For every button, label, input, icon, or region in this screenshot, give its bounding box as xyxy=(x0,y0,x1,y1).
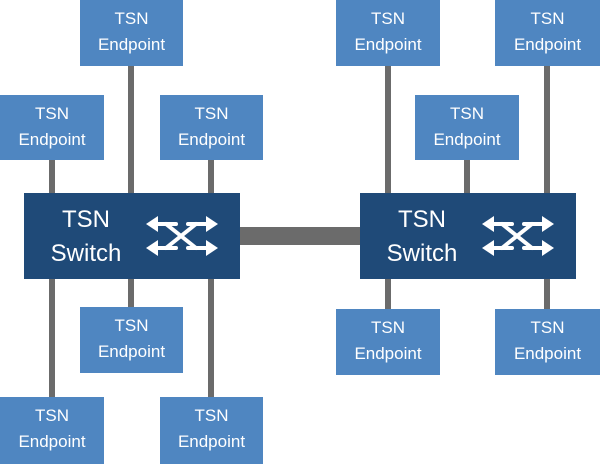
endpoint-label-line2: Endpoint xyxy=(98,342,165,361)
endpoint-label-line1: TSN xyxy=(195,104,229,123)
endpoint-label-line1: TSN xyxy=(35,104,69,123)
switch-box xyxy=(360,193,576,279)
endpoint-label-line2: Endpoint xyxy=(354,344,421,363)
endpoint-box xyxy=(80,0,183,66)
switch-label-line2: Switch xyxy=(387,240,458,267)
endpoint-label-line2: Endpoint xyxy=(514,344,581,363)
endpoint-box xyxy=(495,309,600,375)
endpoint-ep-8[interactable]: TSN Endpoint xyxy=(495,0,600,66)
endpoint-box xyxy=(0,95,104,160)
endpoint-ep-11[interactable]: TSN Endpoint xyxy=(495,309,600,375)
switch-label-line1: TSN xyxy=(398,206,446,233)
crossed-arrows-icon xyxy=(482,216,554,256)
endpoint-box xyxy=(160,95,263,160)
endpoint-label-line1: TSN xyxy=(115,316,149,335)
endpoint-label-line2: Endpoint xyxy=(18,432,85,451)
endpoint-label-line2: Endpoint xyxy=(354,35,421,54)
endpoint-label-line1: TSN xyxy=(531,9,565,28)
endpoint-box xyxy=(160,397,263,464)
endpoint-box xyxy=(495,0,600,66)
endpoint-label-line2: Endpoint xyxy=(433,130,500,149)
endpoint-label-line1: TSN xyxy=(195,406,229,425)
endpoint-label-line2: Endpoint xyxy=(18,130,85,149)
endpoint-ep-5[interactable]: TSN Endpoint xyxy=(0,397,104,464)
endpoint-box xyxy=(336,0,440,66)
endpoint-label-line1: TSN xyxy=(115,9,149,28)
endpoint-label-line1: TSN xyxy=(371,318,405,337)
switch-right[interactable]: TSN Switch xyxy=(360,193,576,279)
switch-box xyxy=(24,193,240,279)
switch-label-line1: TSN xyxy=(62,206,110,233)
endpoint-box xyxy=(336,309,440,375)
endpoint-ep-4[interactable]: TSN Endpoint xyxy=(80,307,183,373)
endpoint-ep-2[interactable]: TSN Endpoint xyxy=(0,95,104,160)
switch-label-line2: Switch xyxy=(51,240,122,267)
crossed-arrows-icon xyxy=(146,216,218,256)
endpoint-ep-7[interactable]: TSN Endpoint xyxy=(336,0,440,66)
endpoint-ep-6[interactable]: TSN Endpoint xyxy=(160,397,263,464)
endpoint-label-line1: TSN xyxy=(371,9,405,28)
endpoint-label-line2: Endpoint xyxy=(178,432,245,451)
switch-left[interactable]: TSN Switch xyxy=(24,193,240,279)
endpoint-ep-9[interactable]: TSN Endpoint xyxy=(415,95,519,160)
endpoint-box xyxy=(0,397,104,464)
endpoint-label-line1: TSN xyxy=(35,406,69,425)
trunk-link xyxy=(240,227,360,245)
endpoint-label-line1: TSN xyxy=(450,104,484,123)
links xyxy=(49,66,550,397)
endpoint-label-line2: Endpoint xyxy=(98,35,165,54)
endpoint-box xyxy=(80,307,183,373)
endpoint-ep-3[interactable]: TSN Endpoint xyxy=(160,95,263,160)
endpoint-label-line1: TSN xyxy=(531,318,565,337)
endpoint-label-line2: Endpoint xyxy=(514,35,581,54)
endpoint-label-line2: Endpoint xyxy=(178,130,245,149)
endpoint-ep-1[interactable]: TSN Endpoint xyxy=(80,0,183,66)
endpoint-ep-10[interactable]: TSN Endpoint xyxy=(336,309,440,375)
endpoint-box xyxy=(415,95,519,160)
